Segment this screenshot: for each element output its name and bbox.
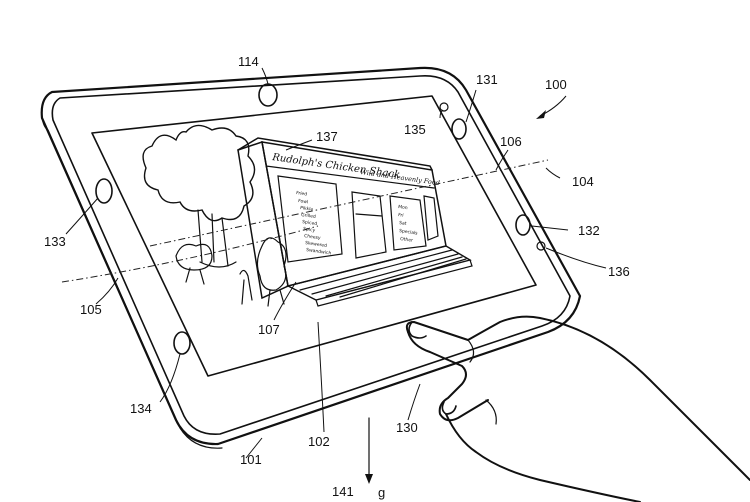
shrub-drawing	[239, 237, 287, 307]
window-line: Specials	[399, 228, 419, 237]
ref-133: 133	[44, 234, 66, 249]
menu-line: Fried	[296, 190, 308, 197]
ref-136: 136	[608, 264, 630, 279]
button-133[interactable]	[95, 178, 113, 204]
menu-line: Skewered	[305, 240, 328, 249]
window-line: Other	[400, 236, 414, 244]
menu-line: Spicy	[303, 226, 316, 234]
tree-drawing	[142, 124, 256, 285]
window-line: Sat	[399, 220, 407, 227]
ref-107: 107	[258, 322, 280, 337]
menu-line: Spiced	[302, 219, 318, 227]
ref-106: 106	[500, 134, 522, 149]
window-line: Fri	[398, 212, 404, 219]
ref-101: 101	[240, 452, 262, 467]
ref-104: 104	[572, 174, 594, 189]
tablet-device	[40, 66, 582, 449]
arrow-head-icon	[365, 474, 373, 484]
button-114[interactable]	[258, 83, 278, 107]
sensor-136	[536, 241, 546, 251]
window-line: Mon	[398, 204, 408, 211]
menu-line: Grilled	[301, 212, 317, 220]
ref-130: 130	[396, 420, 418, 435]
menu-line: Cheesy	[304, 233, 322, 241]
menu-line: Swandwich	[306, 247, 332, 256]
gravity-arrow	[365, 417, 373, 484]
button-132[interactable]	[515, 214, 531, 236]
hand-drawing	[405, 315, 750, 502]
menu-line: Pikkle	[300, 205, 314, 213]
button-131[interactable]	[451, 118, 467, 140]
ref-137: 137	[316, 129, 338, 144]
menu-board: Fried Fowl Pikkle Grilled Spiced Spicy C…	[296, 190, 332, 256]
ref-100: 100	[545, 77, 567, 92]
axis-line-105	[61, 225, 319, 283]
ref-141: 141	[332, 484, 354, 499]
ref-114: 114	[238, 54, 259, 69]
leader-lines	[65, 67, 607, 459]
ref-102: 102	[308, 434, 330, 449]
ref-105: 105	[80, 302, 102, 317]
ref-135: 135	[404, 122, 426, 137]
tablet-side-edge	[41, 117, 223, 449]
ref-132: 132	[578, 223, 600, 238]
display-screen	[91, 95, 537, 377]
menu-line: Fowl	[298, 198, 309, 205]
sensor-135	[439, 102, 449, 112]
tablet-outer-edge	[40, 66, 582, 446]
reference-numerals: 100 101 102 104 105 106 107 114 130 131 …	[44, 54, 630, 500]
window-menu: Mon Fri Sat Specials Other	[398, 204, 419, 244]
button-134[interactable]	[173, 331, 191, 355]
gravity-label: g	[378, 485, 385, 500]
tablet-front-bezel	[51, 75, 571, 435]
ref-131: 131	[476, 72, 498, 87]
ref-134: 134	[130, 401, 152, 416]
axis-line-104	[149, 159, 549, 247]
storefront-building: Rudolph's Chicken Shack Wild and Heavenl…	[237, 137, 473, 307]
door	[351, 191, 387, 259]
arrow-100-icon	[536, 110, 546, 119]
